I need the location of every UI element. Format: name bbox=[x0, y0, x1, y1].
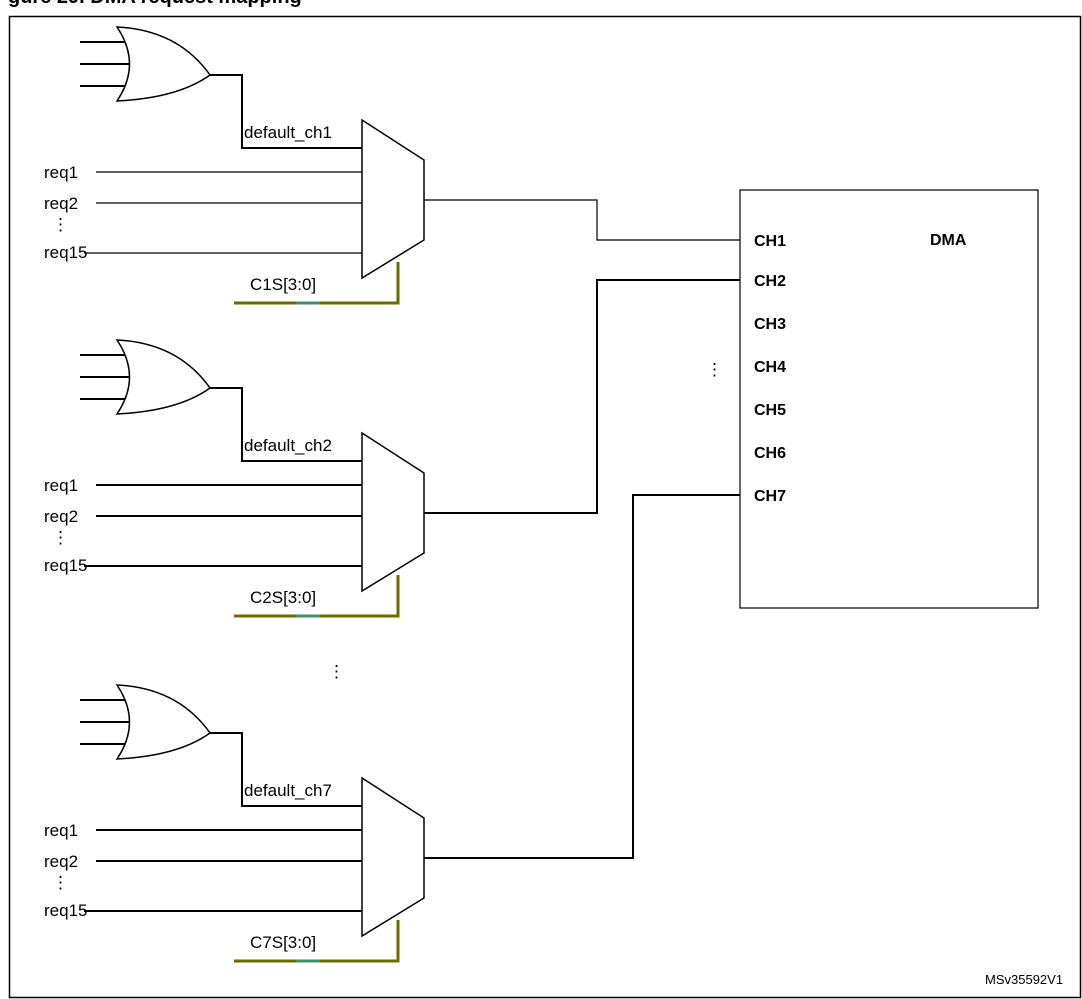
select-label: C7S[3:0] bbox=[250, 933, 316, 952]
dma-title: DMA bbox=[930, 232, 967, 249]
default-channel-label: default_ch7 bbox=[244, 781, 332, 800]
diagram-frame bbox=[8, 15, 1082, 999]
multiplexer-icon bbox=[361, 118, 425, 280]
select-bus bbox=[234, 920, 400, 963]
or-gate-icon bbox=[115, 684, 212, 760]
request-label-req2: req2 bbox=[44, 507, 78, 526]
output-wire-ch2 bbox=[424, 279, 740, 514]
output-wire-ch7 bbox=[424, 494, 740, 859]
dma-channel-ellipsis: ⋮ bbox=[706, 360, 723, 379]
figure-reference-id: MSv35592V1 bbox=[985, 972, 1063, 987]
dma-channel-ch1: CH1 bbox=[754, 233, 786, 250]
or-gate-icon bbox=[115, 26, 212, 102]
multiplexer-icon bbox=[361, 431, 425, 593]
default-channel-label: default_ch2 bbox=[244, 436, 332, 455]
mux-ellipsis: ⋮ bbox=[328, 662, 345, 681]
or-output-wire bbox=[210, 732, 362, 807]
dma-channel-ch5: CH5 bbox=[754, 402, 786, 419]
request-ellipsis: ⋮ bbox=[52, 528, 69, 547]
dma-channel-ch7: CH7 bbox=[754, 488, 786, 505]
request-label-req15: req15 bbox=[44, 901, 87, 920]
dma-channel-ch2: CH2 bbox=[754, 273, 786, 290]
request-label-req2: req2 bbox=[44, 194, 78, 213]
or-output-wire bbox=[210, 74, 362, 149]
dma-block bbox=[739, 189, 1039, 609]
output-wire-ch1 bbox=[424, 199, 740, 241]
default-channel-label: default_ch1 bbox=[244, 123, 332, 142]
request-label-req2: req2 bbox=[44, 852, 78, 871]
dma-channel-ch4: CH4 bbox=[754, 359, 786, 376]
multiplexer-icon bbox=[361, 776, 425, 938]
request-label-req1: req1 bbox=[44, 163, 78, 182]
or-gate-icon bbox=[115, 339, 212, 415]
dma-channel-ch3: CH3 bbox=[754, 316, 786, 333]
mux-groups: default_ch1req1req2⋮req15C1S[3:0]default… bbox=[44, 26, 740, 963]
request-ellipsis: ⋮ bbox=[52, 873, 69, 892]
request-label-req15: req15 bbox=[44, 243, 87, 262]
request-label-req1: req1 bbox=[44, 821, 78, 840]
request-label-req15: req15 bbox=[44, 556, 87, 575]
request-ellipsis: ⋮ bbox=[52, 215, 69, 234]
or-output-wire bbox=[210, 387, 362, 462]
request-label-req1: req1 bbox=[44, 476, 78, 495]
select-label: C1S[3:0] bbox=[250, 275, 316, 294]
select-label: C2S[3:0] bbox=[250, 588, 316, 607]
figure-title: gure 29. DMA request mapping bbox=[8, 0, 302, 9]
dma-channel-ch6: CH6 bbox=[754, 445, 786, 462]
select-bus bbox=[234, 262, 400, 305]
select-bus bbox=[234, 575, 400, 618]
